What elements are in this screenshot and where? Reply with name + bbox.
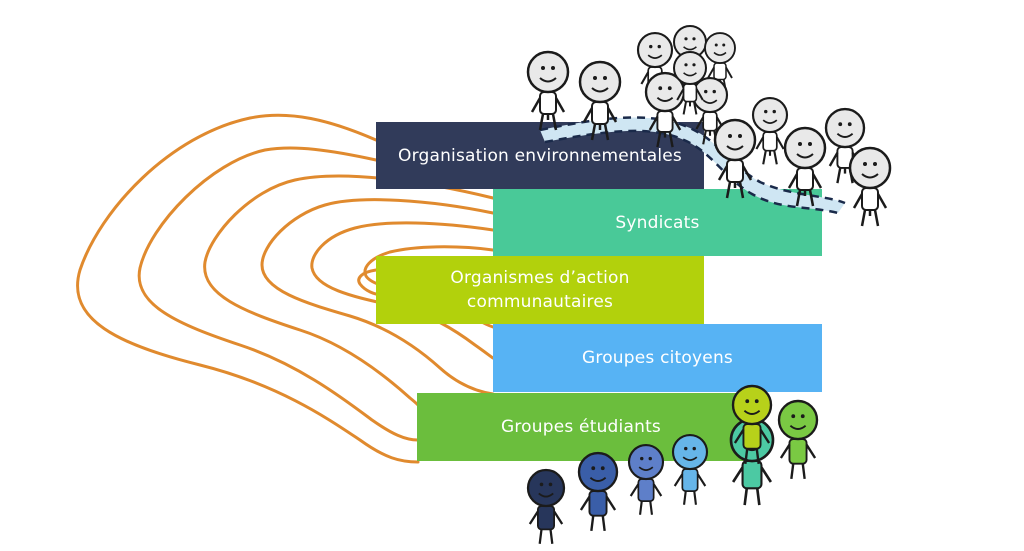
contour-line-2 [137, 146, 420, 442]
bar-label: Organisation environnementales [398, 145, 682, 166]
bar-organisation-environnementales: Organisation environnementales [376, 122, 704, 189]
contour-line-3 [203, 174, 495, 407]
bar-label: Groupes étudiants [500, 417, 661, 437]
colored-person [671, 433, 709, 505]
colored-person [731, 384, 773, 465]
colored-person [526, 468, 566, 544]
crowd-person [751, 96, 789, 165]
colored-person [627, 443, 665, 515]
bar-label: Groupes citoyens [582, 348, 733, 368]
crowd-figures [526, 24, 892, 227]
contour-line-inner [357, 268, 378, 296]
path-ribbon [540, 117, 845, 213]
crowd-person [672, 50, 708, 115]
crowd-person [713, 118, 757, 199]
bar-groupes-citoyens: Groupes citoyens [493, 324, 822, 392]
bar-organismes-action-communautaires: Organismes d’action communautaires [376, 256, 704, 324]
bar-groupes-etudiants: Groupes étudiants [417, 393, 745, 461]
contour-line-4 [260, 198, 495, 396]
crowd-person [578, 60, 622, 141]
crowd-person [644, 71, 686, 148]
colored-person [777, 399, 819, 480]
bar-label: Syndicats [615, 212, 700, 233]
contour-line-1 [76, 113, 420, 464]
crowd-person [526, 50, 570, 131]
crowd-person [783, 126, 827, 207]
colored-person [577, 451, 619, 532]
contour-line-5 [310, 221, 495, 360]
bar-label: Organismes d’action communautaires [450, 268, 630, 312]
path-dashed-edge [544, 129, 839, 215]
crowd-person [848, 146, 892, 227]
colored-figures [526, 384, 819, 544]
crowd-person [704, 32, 736, 92]
